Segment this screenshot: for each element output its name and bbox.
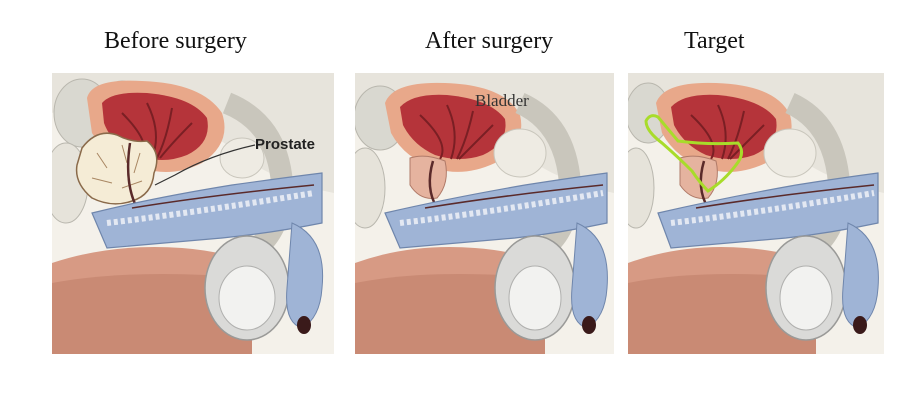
before-surgery-illustration bbox=[52, 73, 334, 354]
after-surgery-illustration bbox=[355, 73, 614, 354]
panel-title-after-surgery: After surgery bbox=[425, 28, 553, 55]
bladder-label: Bladder bbox=[475, 91, 529, 111]
prostate-leader-line bbox=[150, 140, 260, 190]
prostate-label: Prostate bbox=[255, 136, 315, 153]
panel-title-before-surgery: Before surgery bbox=[104, 28, 247, 55]
target-illustration bbox=[628, 73, 884, 354]
panel-title-target: Target bbox=[684, 28, 745, 55]
